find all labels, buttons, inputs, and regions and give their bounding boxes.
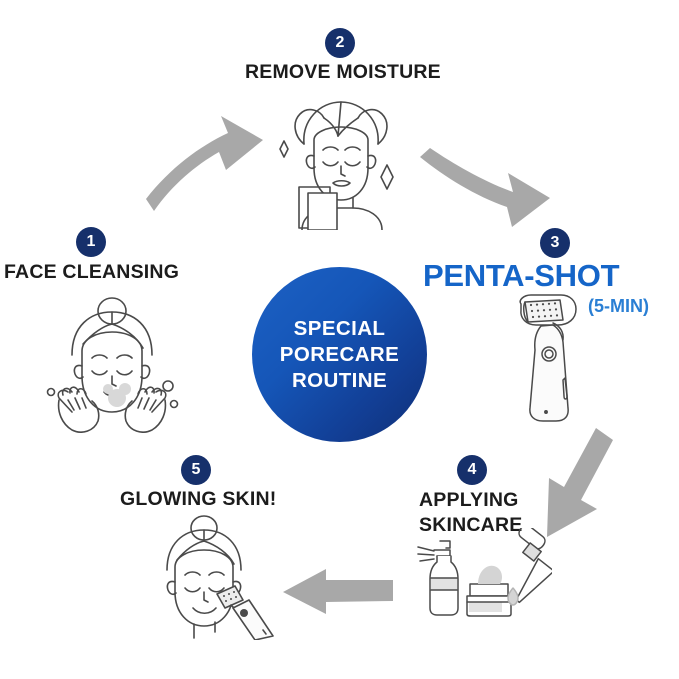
center-hub-line-1: SPECIAL [293,316,386,340]
step-label-4-line-1: APPLYING [419,489,519,511]
step-sublabel-3: (5-MIN) [588,296,649,316]
step-badge-4: 4 [457,455,487,485]
center-hub-line-2: PORECARE [279,342,400,366]
arrow-step1-to-step2 [146,116,263,211]
arrow-step3-to-step4 [547,428,613,537]
step-label-5: GLOWING SKIN! [120,488,277,510]
step-label-1: FACE CLEANSING [4,261,180,283]
center-hub: SPECIAL PORECARE ROUTINE [252,267,427,442]
arrow-step2-to-step3 [420,148,550,227]
step-badge-5: 5 [181,455,211,485]
step-badge-1: 1 [76,227,106,257]
step-label-3: PENTA-SHOT [423,258,620,293]
step-badge-3: 3 [540,228,570,258]
center-hub-line-3: ROUTINE [291,368,388,392]
arrow-step4-to-step5 [283,569,393,614]
step-label-4: APPLYING SKINCARE [419,488,539,538]
step-badge-2: 2 [325,28,355,58]
step-label-4-line-2: SKINCARE [419,514,523,536]
step-label-2: REMOVE MOISTURE [245,61,441,83]
